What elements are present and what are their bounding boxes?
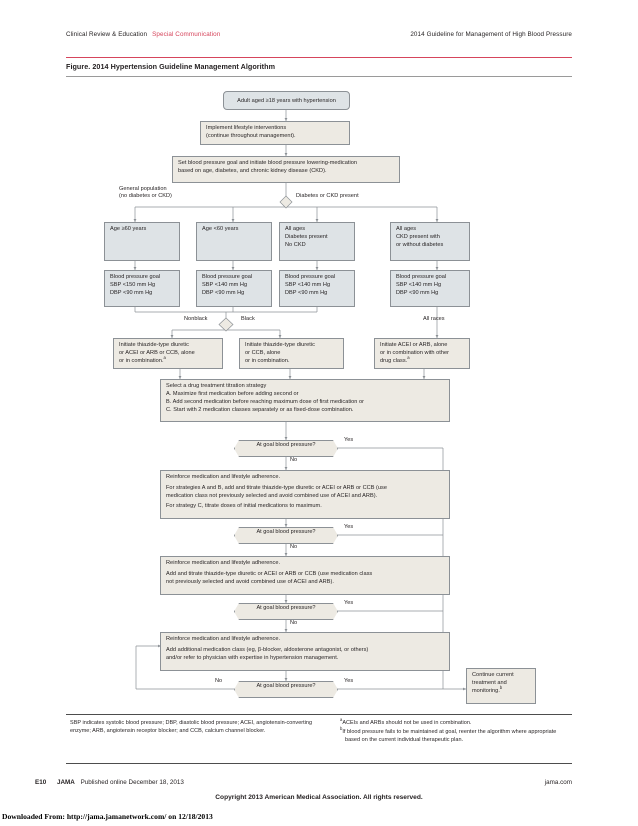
label-all-races: All races [423, 316, 445, 322]
node-initiate-drug-black[interactable]: Initiate thiazide-type diuretic or CCB, … [239, 338, 344, 369]
footnote-marker-a: a [163, 355, 166, 361]
node-population-ckd[interactable]: All ages CKD present with or without dia… [390, 222, 470, 261]
footnote-bottom-rule [66, 763, 572, 764]
footnote-notes: aACEIs and ARBs should not be used in co… [340, 717, 572, 744]
footnote-a: aACEIs and ARBs should not be used in co… [340, 717, 472, 726]
decision-at-goal-1[interactable]: At goal blood pressure? [234, 440, 338, 457]
label-yes-2: Yes [344, 524, 354, 530]
label-no-1: No [290, 457, 298, 463]
node-bp-goal-1[interactable]: Blood pressure goal SBP <150 mm Hg DBP <… [104, 270, 180, 307]
label-no-2: No [290, 544, 298, 550]
race-split-diamond [218, 317, 234, 332]
label-diabetes-or-ckd: Diabetes or CKD present [296, 193, 359, 199]
download-source-banner: Downloaded From: http://jama.jamanetwork… [2, 812, 213, 821]
node-start[interactable]: Adult aged ≥18 years with hypertension [223, 91, 350, 110]
node-population-age-60-plus[interactable]: Age ≥60 years [104, 222, 180, 261]
label-yes-4: Yes [344, 678, 354, 684]
page-footer: E10 JAMA Published online December 18, 2… [35, 779, 572, 786]
page-number: E10 [35, 779, 47, 786]
label-nonblack: Nonblack [184, 316, 208, 322]
footnote-marker-b: b [499, 685, 503, 691]
footnote-top-rule [66, 714, 572, 715]
node-initiate-drug-nonblack[interactable]: Initiate thiazide-type diuretic or ACEI … [113, 338, 223, 369]
footnote-marker-a: a [340, 717, 343, 723]
node-population-age-under-60[interactable]: Age <60 years [196, 222, 272, 261]
copyright-notice: Copyright 2013 American Medical Associat… [215, 794, 423, 801]
node-population-diabetes[interactable]: All ages Diabetes present No CKD [279, 222, 355, 261]
figure-title-rule [66, 76, 572, 77]
node-reinforce-step-2[interactable]: Reinforce medication and lifestyle adher… [160, 556, 450, 595]
node-lifestyle-interventions[interactable]: Implement lifestyle interventions (conti… [200, 121, 350, 145]
label-yes-1: Yes [344, 437, 354, 443]
population-split-diamond [279, 195, 293, 209]
node-bp-goal-2[interactable]: Blood pressure goal SBP <140 mm Hg DBP <… [196, 270, 272, 307]
journal-name: JAMA [56, 779, 75, 786]
running-head-article-type: Special Communication [152, 31, 221, 38]
label-general-population: General population (no diabetes or CKD) [119, 186, 172, 200]
decision-at-goal-2[interactable]: At goal blood pressure? [234, 527, 338, 544]
node-titration-strategy[interactable]: Select a drug treatment titration strate… [160, 379, 450, 422]
label-black: Black [241, 316, 255, 322]
header-accent-rule [66, 57, 572, 59]
footnote-b: bIf blood pressure fails to be maintaine… [340, 726, 557, 743]
footnote-marker-b: b [340, 726, 343, 732]
journal-website[interactable]: jama.com [544, 779, 572, 786]
footnote-marker-a: a [407, 355, 410, 361]
figure-title: Figure. 2014 Hypertension Guideline Mana… [66, 62, 276, 71]
node-initiate-drug-ckd[interactable]: Initiate ACEI or ARB, alone or in combin… [374, 338, 470, 369]
decision-at-goal-3[interactable]: At goal blood pressure? [234, 603, 338, 620]
node-set-bp-goal[interactable]: Set blood pressure goal and initiate blo… [172, 156, 400, 183]
label-no-3: No [290, 620, 298, 626]
node-reinforce-step-3[interactable]: Reinforce medication and lifestyle adher… [160, 632, 450, 671]
node-continue-treatment[interactable]: Continue current treatment and monitorin… [466, 668, 536, 704]
label-yes-3: Yes [344, 600, 354, 606]
label-no-4: No [215, 678, 223, 684]
running-head-section: Clinical Review & Education [66, 31, 148, 38]
footnote-abbreviations: SBP indicates systolic blood pressure; D… [70, 720, 313, 734]
decision-at-goal-4[interactable]: At goal blood pressure? [234, 681, 338, 698]
node-bp-goal-4[interactable]: Blood pressure goal SBP <140 mm Hg DBP <… [390, 270, 470, 307]
running-head-guideline: 2014 Guideline for Management of High Bl… [410, 31, 572, 38]
node-reinforce-step-1[interactable]: Reinforce medication and lifestyle adher… [160, 470, 450, 519]
node-bp-goal-3[interactable]: Blood pressure goal SBP <140 mm Hg DBP <… [279, 270, 355, 307]
publication-date: Published online December 18, 2013 [80, 779, 184, 786]
running-head: Clinical Review & Education Special Commu… [66, 31, 572, 38]
